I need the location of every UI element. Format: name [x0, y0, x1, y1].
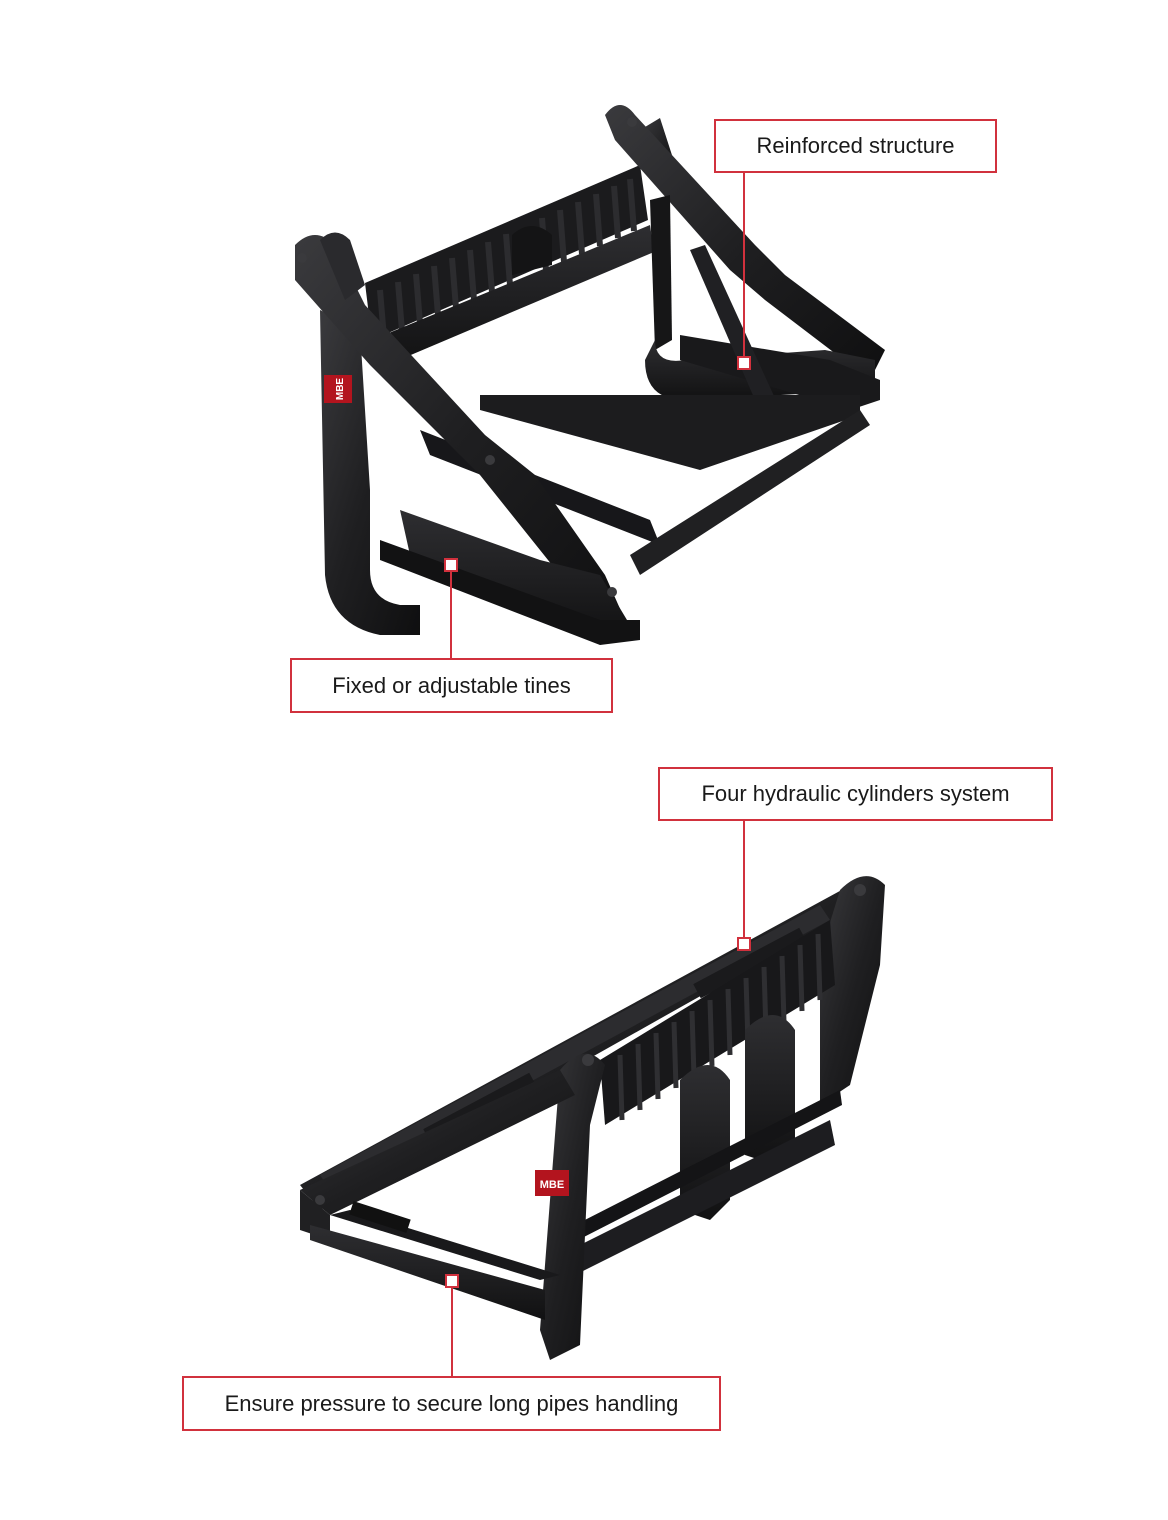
- brand-logo-bottom: [535, 1170, 569, 1196]
- svg-text:MBE: MBE: [335, 378, 346, 401]
- leader-line-four-hydraulic-cylinders: [743, 821, 745, 937]
- back-grille: [365, 165, 648, 340]
- attachment-frame-bottom: MBE: [300, 876, 885, 1360]
- callout-fixed-or-adjustable-tines: Fixed or adjustable tines: [290, 658, 613, 713]
- marker-reinforced-structure: [737, 356, 751, 370]
- callout-four-hydraulic-cylinders: Four hydraulic cylinders system: [658, 767, 1053, 821]
- leader-line-ensure-pressure: [451, 1288, 453, 1376]
- brand-logo-top: [324, 375, 352, 403]
- leader-line-fixed-or-adjustable-tines: [450, 572, 452, 658]
- marker-four-hydraulic-cylinders: [737, 937, 751, 951]
- leader-line-reinforced-structure: [743, 173, 745, 357]
- callout-reinforced-structure: Reinforced structure: [714, 119, 997, 173]
- attachment-frame-top: MBE: [295, 105, 885, 645]
- svg-text:MBE: MBE: [540, 1179, 564, 1191]
- callout-ensure-pressure: Ensure pressure to secure long pipes han…: [182, 1376, 721, 1431]
- marker-fixed-or-adjustable-tines: [444, 558, 458, 572]
- marker-ensure-pressure: [445, 1274, 459, 1288]
